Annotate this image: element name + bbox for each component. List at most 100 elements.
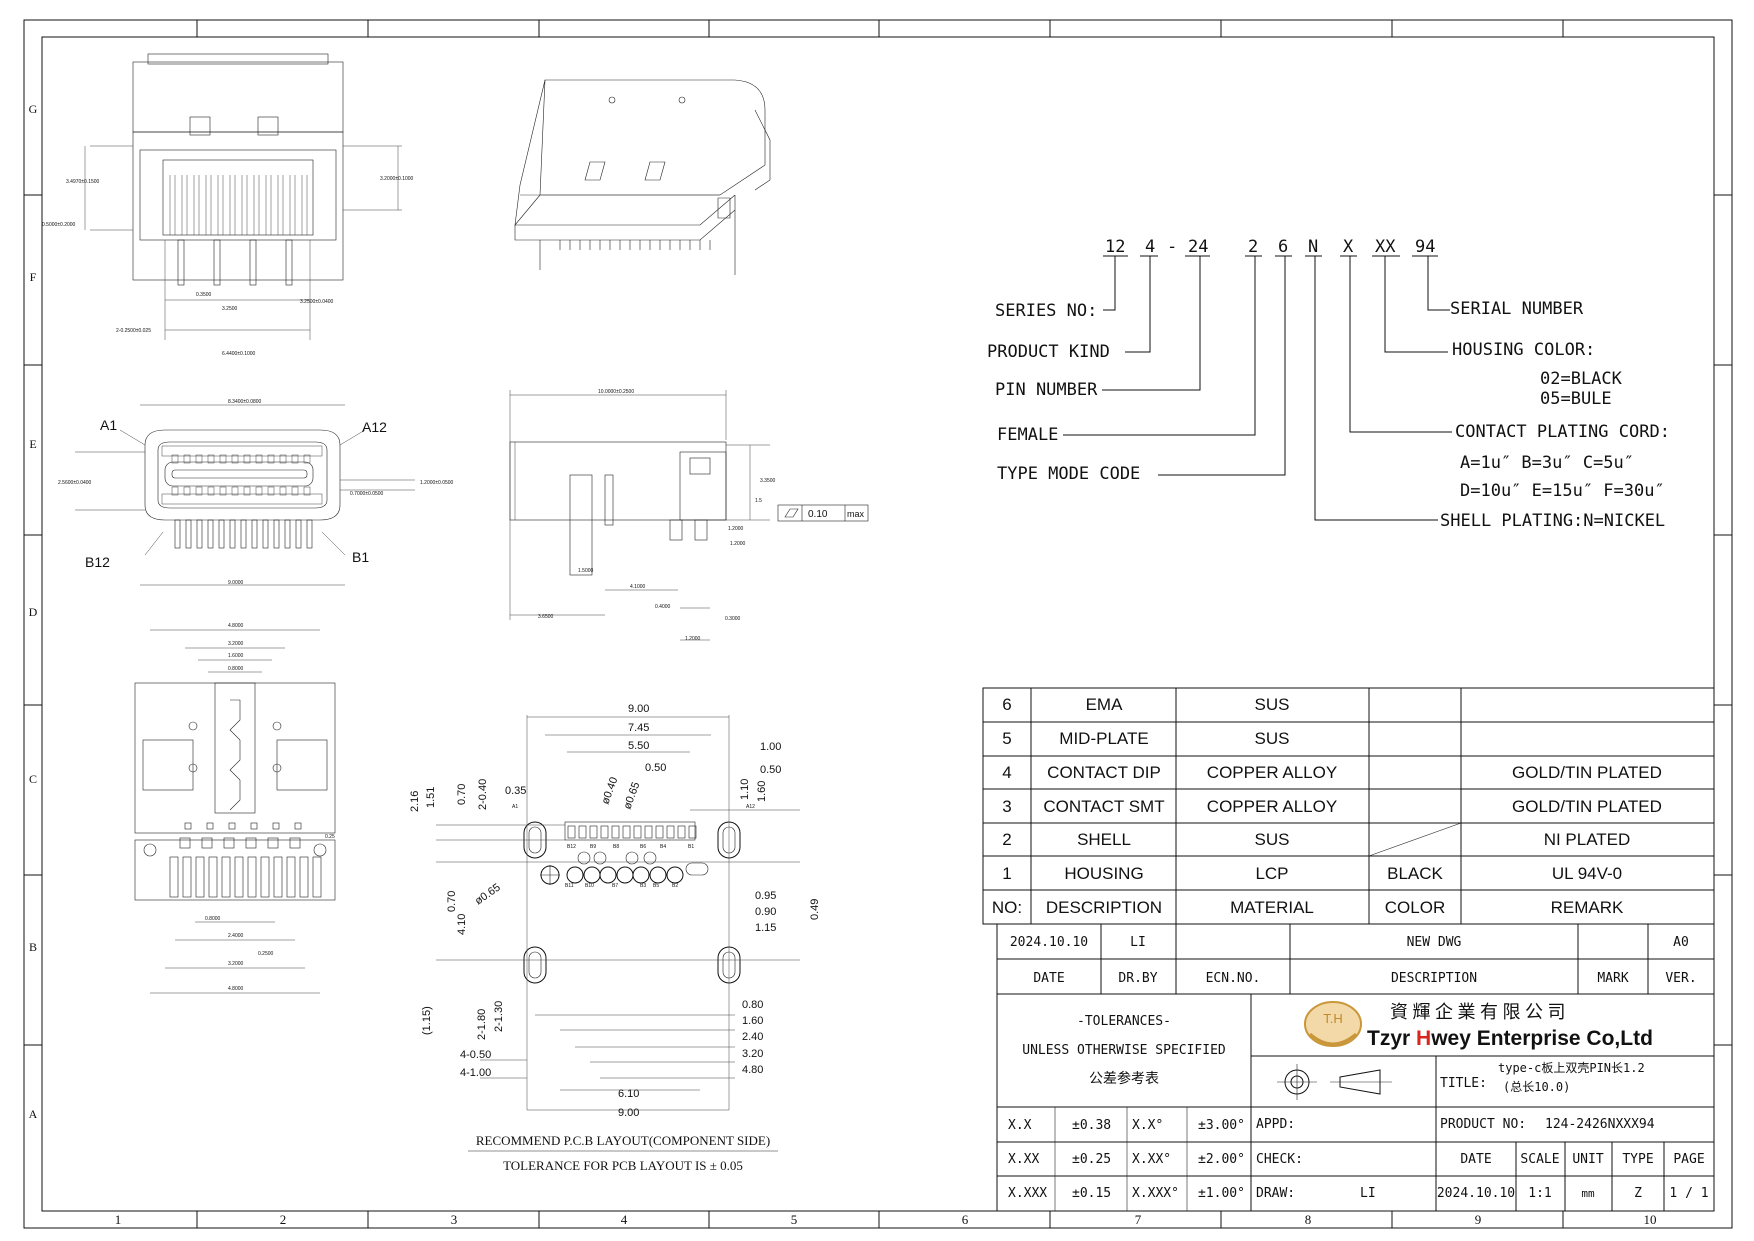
pcb-dim: 4.80: [742, 1064, 763, 1076]
flatness-value: 0.10: [808, 509, 828, 520]
pcb-pin-label: B1: [688, 844, 694, 850]
row-label: G: [29, 102, 38, 116]
bom-cell-desc: CONTACT SMT: [1043, 797, 1164, 816]
company-logo: T.H: [1304, 1001, 1362, 1047]
svg-text:0.2500: 0.2500: [258, 951, 274, 957]
tol-cell-a: X.XXX: [1008, 1186, 1047, 1201]
label-housing-color: HOUSING COLOR:: [1452, 340, 1595, 360]
row-label: E: [29, 437, 36, 451]
tb-h-page: PAGE: [1673, 1152, 1704, 1167]
svg-text:0.7000±0.0500: 0.7000±0.0500: [350, 491, 384, 497]
svg-text:0.8000: 0.8000: [205, 916, 221, 922]
pcb-pin-label: B12: [567, 844, 576, 850]
column-ticks: [196, 20, 1564, 1228]
svg-text:1.2000: 1.2000: [685, 636, 701, 642]
pcb-dim: ø0.65: [473, 881, 503, 907]
rev-h-ver: VER.: [1665, 971, 1696, 986]
pcb-dim: 1.60: [756, 781, 768, 802]
tol-cell-c: X.X°: [1132, 1118, 1163, 1133]
pcb-dim: 0.90: [755, 906, 776, 918]
tol-cell-c: X.XX°: [1132, 1152, 1171, 1167]
pcb-dim: 0.80: [742, 999, 763, 1011]
pcb-dim: 1.15: [755, 922, 776, 934]
tb-h-type: TYPE: [1622, 1152, 1653, 1167]
col-label: 5: [791, 1212, 798, 1227]
bom-cell-material: COPPER ALLOY: [1207, 763, 1337, 782]
bom-cell-remark: NI PLATED: [1544, 830, 1631, 849]
front-label-b12: B12: [85, 554, 110, 570]
row-ticks: [24, 194, 1732, 1046]
bom-cell-remark: GOLD/TIN PLATED: [1512, 797, 1662, 816]
svg-text:3.2000±0.1000: 3.2000±0.1000: [380, 176, 414, 182]
pcb-tolerance: TOLERANCE FOR PCB LAYOUT IS ± 0.05: [503, 1158, 743, 1173]
bom-cell-remark: UL 94V-0: [1552, 864, 1622, 883]
pcb-pin-label: B3: [640, 883, 646, 889]
tb-type: Z: [1634, 1186, 1642, 1201]
rev-ver: A0: [1673, 935, 1689, 950]
tol-line3: 公差参考表: [1089, 1070, 1159, 1086]
company-en-name: Tzyr Hwey Enterprise Co,Ltd: [1367, 1027, 1653, 1050]
col-label: 4: [621, 1212, 628, 1227]
col-label: 3: [451, 1212, 458, 1227]
bom-cell-remark: GOLD/TIN PLATED: [1512, 763, 1662, 782]
outer-border: [23, 19, 1733, 1229]
svg-text:1.2000±0.0500: 1.2000±0.0500: [420, 480, 454, 486]
pcb-pin-label: B7: [612, 883, 618, 889]
pcb-dim: (1.15): [421, 1006, 433, 1035]
col-label: 8: [1305, 1212, 1312, 1227]
svg-text:3.6500: 3.6500: [538, 614, 554, 620]
rev-h-mark: MARK: [1597, 971, 1628, 986]
code-seg-type: 6: [1278, 237, 1288, 257]
front-label-a1: A1: [100, 417, 117, 433]
code-seg-dash: -: [1167, 237, 1177, 257]
pcb-pin-label: A1: [512, 804, 518, 810]
label-series: SERIES NO:: [995, 301, 1097, 321]
title-block: -TOLERANCES- UNLESS OTHERWISE SPECIFIED …: [996, 993, 1715, 1212]
bom-cell-color: BLACK: [1387, 864, 1443, 883]
pcb-dim: 1.10: [739, 779, 751, 800]
pcb-dim: 4.10: [456, 914, 468, 935]
code-seg-kind: 4: [1145, 237, 1155, 257]
tol-cell-b: ±0.15: [1072, 1186, 1111, 1201]
company-cn-name: 資 輝 企 業 有 限 公 司: [1390, 1002, 1566, 1022]
col-label: 6: [962, 1212, 969, 1227]
svg-text:0.8000: 0.8000: [228, 666, 244, 672]
pcb-layout-drawing: 9.00 7.45 5.50 0.50 1.00 0.50 2.16 1.51 …: [409, 703, 821, 1173]
check-label: CHECK:: [1256, 1152, 1303, 1167]
pcb-pin-label: A12: [746, 804, 755, 810]
code-seg-series: 12: [1105, 237, 1125, 257]
tol-cell-c: X.XXX°: [1132, 1186, 1179, 1201]
label-type-mode: TYPE MODE CODE: [997, 464, 1140, 484]
code-seg-color: XX: [1375, 237, 1396, 257]
svg-text:2.5600±0.0400: 2.5600±0.0400: [58, 480, 92, 486]
rev-h-by: DR.BY: [1118, 971, 1157, 986]
front-view-drawing: 8.3400±0.0800 2.5600±0.0400 1.2000±0.050…: [58, 399, 454, 586]
row-labels: G F E D C B A: [29, 102, 38, 1121]
pcb-dim: 2-1.80: [476, 1009, 488, 1040]
col-label: 10: [1644, 1212, 1657, 1227]
bom-cell-material: SUS: [1255, 830, 1290, 849]
label-plating-opt2: D=10u″ E=15u″ F=30u″: [1460, 481, 1665, 501]
svg-text:1.2000: 1.2000: [730, 541, 746, 547]
tol-cell-d: ±3.00°: [1198, 1118, 1245, 1133]
bom-cell-no: 6: [1002, 695, 1011, 714]
svg-text:3.4970±0.1500: 3.4970±0.1500: [66, 179, 100, 185]
svg-text:1.5: 1.5: [755, 498, 762, 504]
svg-text:1.6000: 1.6000: [228, 653, 244, 659]
bom-header-no: NO:: [992, 898, 1022, 917]
tol-title: -TOLERANCES-: [1077, 1014, 1171, 1029]
isometric-view-drawing: [514, 79, 771, 275]
revision-block: 2024.10.10 LI NEW DWG A0 DATE DR.BY ECN.…: [996, 923, 1715, 995]
product-no: 124-2426NXXX94: [1545, 1117, 1655, 1132]
bom-header-desc: DESCRIPTION: [1046, 898, 1162, 917]
pcb-dim: ø0.65: [622, 780, 643, 811]
logo-text: T.H: [1323, 1011, 1343, 1026]
label-shell: SHELL PLATING:N=NICKEL: [1440, 511, 1665, 531]
code-seg-serial: 94: [1415, 237, 1435, 257]
label-kind: PRODUCT KIND: [987, 342, 1110, 362]
pcb-pin-label: B8: [613, 844, 619, 850]
tol-cell-a: X.X: [1008, 1118, 1032, 1133]
svg-text:4.8000: 4.8000: [228, 986, 244, 992]
svg-text:10.0000±0.2500: 10.0000±0.2500: [598, 389, 634, 395]
svg-text:1.5000: 1.5000: [578, 568, 594, 574]
